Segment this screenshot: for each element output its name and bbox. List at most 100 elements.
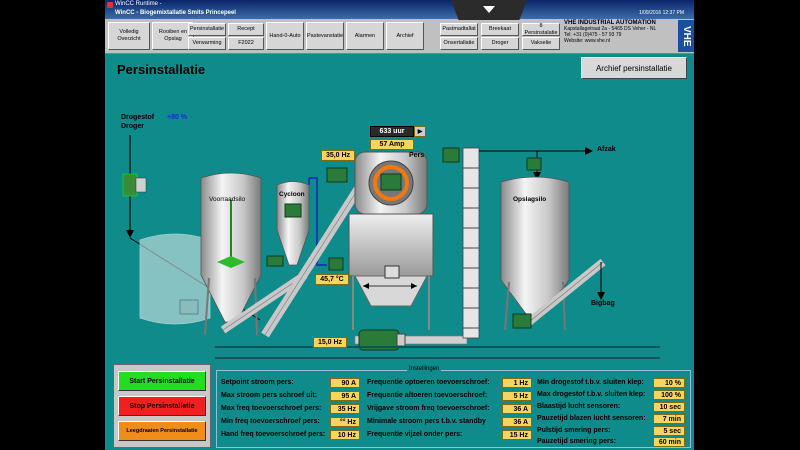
process-diagram [122,135,660,359]
pers-machine [348,151,434,330]
setting-label: Frequentie aftoeren toevoerschroef: [367,392,488,399]
drogestof-percentage: +80 % [167,114,188,121]
setting-label: Frequentie vijzel onder pers: [367,431,463,438]
setting-value[interactable]: 90 A [330,378,360,388]
nav-recept[interactable]: Recept [228,23,264,36]
setting-label: Setpoint stroom pers: [221,379,294,386]
setting-value[interactable]: 36 A [502,417,532,427]
cycloon-label: Cycloon [279,191,305,198]
motor-bottom-screw[interactable] [358,329,406,351]
window-title: WinCC Runtime - [115,1,162,7]
motor-toevoer[interactable] [326,167,348,183]
setting-value[interactable]: 60 min [653,437,685,447]
company-website: Website: www.vhe.nl [564,38,611,44]
setting-label: Minimale stroom pers t.b.v. standby [367,418,486,425]
company-info: VHE INDUSTRIAL AUTOMATION Kapstallagetra… [564,20,679,52]
company-phone: Tel: +31 (0)475 - 57 93 79 [564,32,622,38]
company-name: VHE INDUSTRIAL AUTOMATION [564,20,656,26]
start-button[interactable]: Start Persinstallatie [118,371,206,391]
nav-pastmadtallat[interactable]: Pastmadtallat [440,23,478,36]
page-title: Persinstallatie [117,62,206,77]
setting-value[interactable]: 5 sec [653,426,685,436]
setting-value[interactable]: 35 Hz [330,404,360,414]
setting-value[interactable]: 1 Hz [502,378,532,388]
motor-left-small[interactable] [266,255,284,267]
control-panel: Start Persinstallatie Stop Persinstallat… [113,364,211,448]
motor-bigbag[interactable] [512,313,532,329]
settings-panel: Instellingen [216,366,691,448]
app-title: WinCC - Biogemixtallatie Smits Princepee… [115,10,236,16]
pers-label: Pers [409,152,425,159]
vhe-logo: VHE [678,20,694,52]
nav-onsertallatie[interactable]: Onsertallatie [440,37,478,50]
chevron-down-icon [483,6,495,13]
remote-toolbar-toggle[interactable] [451,0,527,20]
runtime-hours: 633 uur [370,126,414,137]
nav-pastevanstatie[interactable]: Pastevanstatie [306,22,344,50]
motor-afzak[interactable] [526,157,542,171]
toolbar: Volledig Overzicht Rooiben en Opslag Per… [105,19,694,54]
nav-alarmen[interactable]: Alarmen [346,22,384,50]
setting-value[interactable]: 10 Hz [330,430,360,440]
nav-breekaat[interactable]: Breekaat [481,23,519,36]
pers-current: 57 Amp [370,139,414,150]
opslagsilo [500,176,570,331]
setting-label: Blaastijd lucht sensoren: [537,403,621,410]
voorraadsilo [200,172,262,336]
setting-label: Frequentie optoeren toevoerschroef: [367,379,490,386]
setting-value[interactable]: 5 Hz [502,391,532,401]
voorraadsilo-label: Voorraadsilo [209,196,246,203]
nav-droger[interactable]: Droger [481,37,519,50]
setting-label: Max drogestof t.b.v. sluiten klep: [537,391,646,398]
valve-temp[interactable] [328,257,344,271]
hours-arrow-button[interactable]: ▶ [414,126,426,137]
temperature-readout: 45,7 °C [315,274,349,285]
setting-value[interactable]: 10 % [653,378,685,388]
setting-label: Vrijgave stroom freq toevoerschroef: [367,405,490,412]
setting-label: Min drogestof t.b.v. sluiten klep: [537,379,644,386]
afzak-label: Afzak [597,146,616,153]
app-icon [107,2,113,8]
company-address: Kapstallagetraat 2a - 5465 DS Veher - NL [564,26,657,32]
title-bar: WinCC Runtime - WinCC - Biogemixtallatie… [105,0,694,19]
setting-label: Max stroom pers schroef uit: [221,392,318,399]
setting-value[interactable]: °° Hz [330,417,360,427]
nav-verwarming[interactable]: Verwarming [188,37,226,50]
cycloon [276,177,327,266]
setting-label: Pulstijd smering pers: [537,427,611,434]
wincc-screen: WinCC Runtime - WinCC - Biogemixtallatie… [105,0,694,450]
setting-value[interactable]: 10 sec [653,402,685,412]
setting-value[interactable]: 7 min [653,414,685,424]
setting-value[interactable]: 15 Hz [502,430,532,440]
setting-value[interactable]: 95 A [330,391,360,401]
setting-value[interactable]: 36 A [502,404,532,414]
nav-f2022[interactable]: F2022 [228,37,264,50]
motor-elevator[interactable] [442,147,460,163]
empty-run-button[interactable]: Leegdraaien Persinstallatie [118,421,206,441]
setting-label: Hand freq toevoerschroef pers: [221,431,326,438]
drogestof-label: Drogestof Droger [121,114,155,130]
setting-label: Max freq toevoerschroef pers: [221,405,322,412]
bottom-screw-frequency: 15,0 Hz [313,337,347,348]
setting-value[interactable]: 100 % [653,390,685,400]
setting-label: Pauzetijd smering pers: [537,438,616,445]
setting-label: Pauzetijd blazen lucht sensoren: [537,415,646,422]
bucket-elevator [462,147,480,339]
nav-volledig-overzicht[interactable]: Volledig Overzicht [108,22,150,50]
nav-rooiben-opslag[interactable]: Rooiben en Opslag [152,22,194,50]
arrow-right-icon: ▶ [417,129,423,135]
nav-archief[interactable]: Archief [386,22,424,50]
nav-vakselie[interactable]: Vakselie [522,37,560,50]
datetime: 1/09/2016 12:37 PM [638,10,684,16]
storage-bin-left [139,233,211,325]
valve-drogestof[interactable] [122,173,147,197]
archive-button[interactable]: Archief persinstallatie [581,57,687,79]
nav-8-persinstalatie[interactable]: 8 Persinstalatie [522,23,560,36]
nav-hand-auto[interactable]: Hand-0-Auto [266,22,304,50]
nav-persinstallatie[interactable]: Persinstallatie [188,23,226,36]
settings-legend: Instellingen [407,366,442,372]
motor-cycloon[interactable] [284,203,302,218]
bigbag-label: Bigbag [591,300,615,307]
stop-button[interactable]: Stop Persinstallatie [118,396,206,416]
opslagsilo-label: Opslagsilo [513,196,547,203]
